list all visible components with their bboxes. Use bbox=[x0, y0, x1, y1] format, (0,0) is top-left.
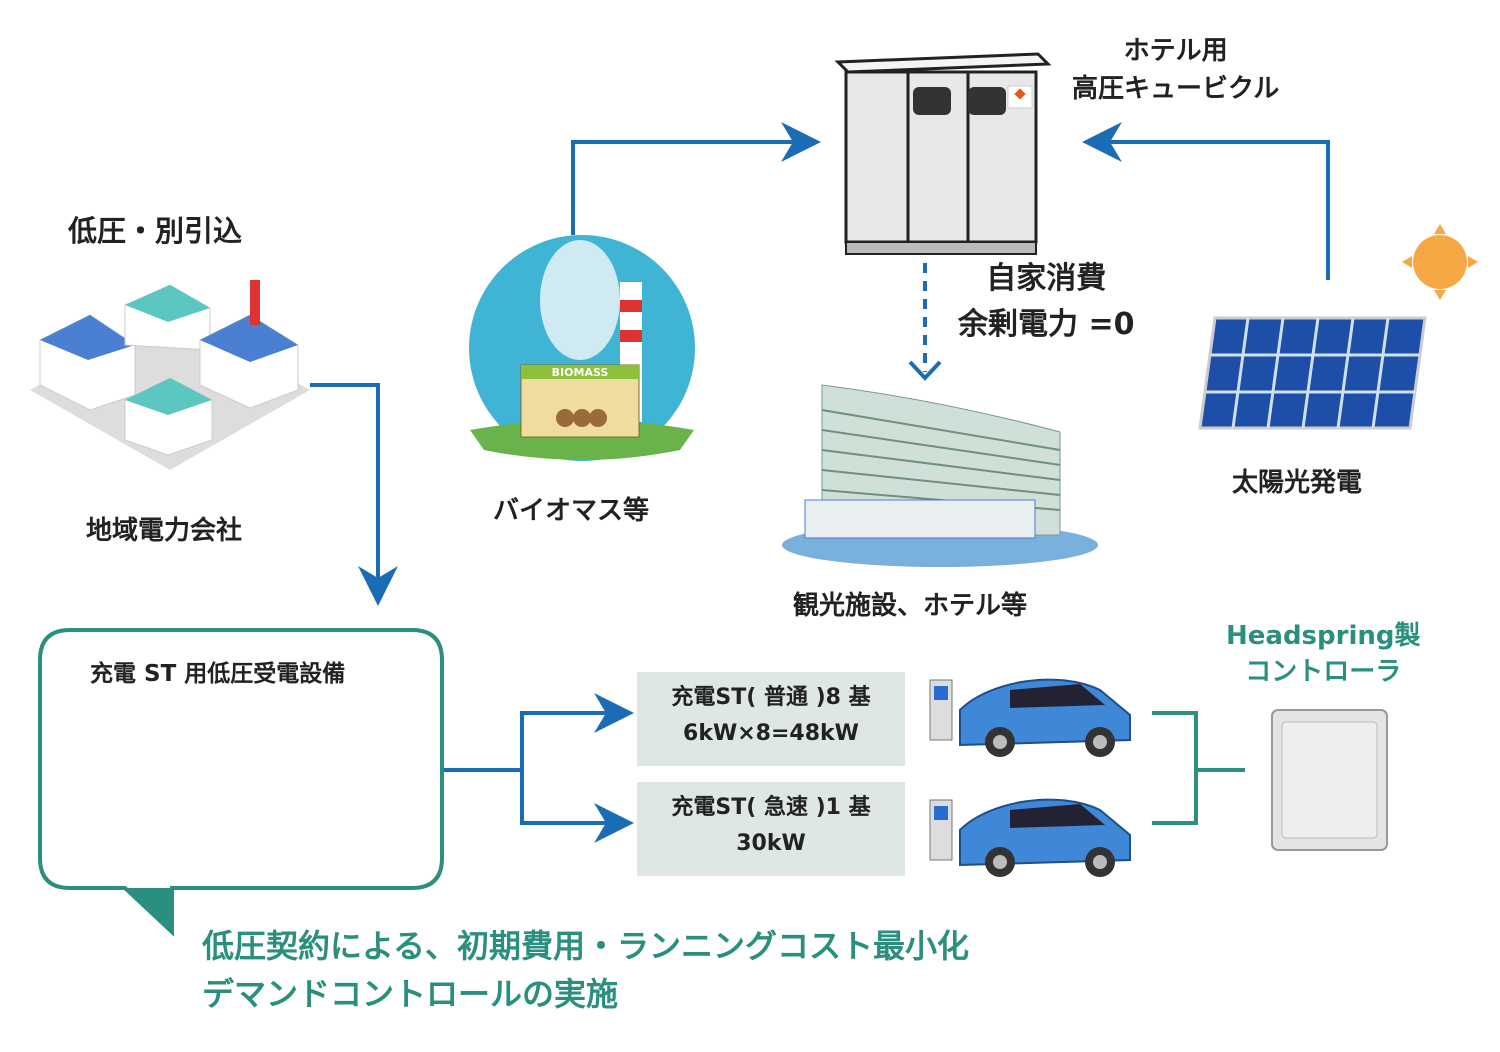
arrow-solar-to-cubicle bbox=[1082, 122, 1330, 280]
cubicle-icon bbox=[836, 52, 1050, 256]
normal-station-box: 充電ST( 普通 )8 基 6kW×8=48kW bbox=[637, 672, 905, 766]
solar-label: 太陽光発電 bbox=[1232, 468, 1363, 498]
biomass-label: バイオマス等 bbox=[493, 496, 650, 526]
biomass-plant-icon: BIOMASS bbox=[469, 235, 695, 461]
label-line: 高圧キュービクル bbox=[1072, 74, 1280, 104]
ev-car-icon bbox=[929, 678, 1131, 758]
label-line: 6kW×8=48kW bbox=[683, 721, 859, 746]
arrow-biomass-to-cubicle bbox=[571, 122, 821, 235]
label-line: 余剰電力 =0 bbox=[958, 307, 1135, 342]
town-icon bbox=[30, 280, 310, 470]
footer-line: デマンドコントロールの実施 bbox=[202, 975, 619, 1013]
sun-icon bbox=[1402, 224, 1478, 300]
label-line: 自家消費 bbox=[986, 261, 1107, 296]
arrow-grid-to-charging bbox=[310, 383, 398, 606]
label-line: 充電ST( 普通 )8 基 bbox=[671, 685, 871, 710]
fast-station-box: 充電ST( 急速 )1 基 30kW bbox=[637, 782, 905, 876]
charging-equipment-label: 充電 ST 用低圧受電設備 bbox=[90, 661, 346, 687]
label-line: Headspring製 bbox=[1226, 621, 1421, 651]
label-line: 30kW bbox=[736, 831, 806, 856]
controller-bracket bbox=[1152, 711, 1198, 825]
arrow-to-normal-station bbox=[444, 693, 634, 772]
controller-box-icon bbox=[1271, 709, 1388, 851]
hotel-cubicle-label: ホテル用 高圧キュービクル bbox=[1072, 32, 1279, 108]
arrow-to-fast-station bbox=[520, 770, 634, 843]
footer-line: 低圧契約による、初期費用・ランニングコスト最小化 bbox=[202, 927, 970, 965]
controller-label: Headspring製 コントローラ bbox=[1226, 618, 1421, 690]
biomass-sign: BIOMASS bbox=[552, 366, 609, 379]
solar-panel-icon bbox=[1198, 316, 1427, 430]
footer-note: 低圧契約による、初期費用・ランニングコスト最小化 デマンドコントロールの実施 bbox=[202, 922, 969, 1018]
hotel-building-icon bbox=[782, 384, 1098, 567]
label-line: コントローラ bbox=[1245, 657, 1402, 687]
label-line: ホテル用 bbox=[1123, 36, 1228, 66]
low-voltage-label: 低圧・別引込 bbox=[68, 214, 243, 248]
self-consumption-label: 自家消費 余剰電力 =0 bbox=[958, 256, 1134, 348]
tourism-hotel-label: 観光施設、ホテル等 bbox=[793, 591, 1028, 621]
regional-power-label: 地域電力会社 bbox=[86, 516, 243, 546]
label-line: 充電ST( 急速 )1 基 bbox=[671, 795, 871, 820]
ev-car-icon bbox=[929, 798, 1131, 878]
